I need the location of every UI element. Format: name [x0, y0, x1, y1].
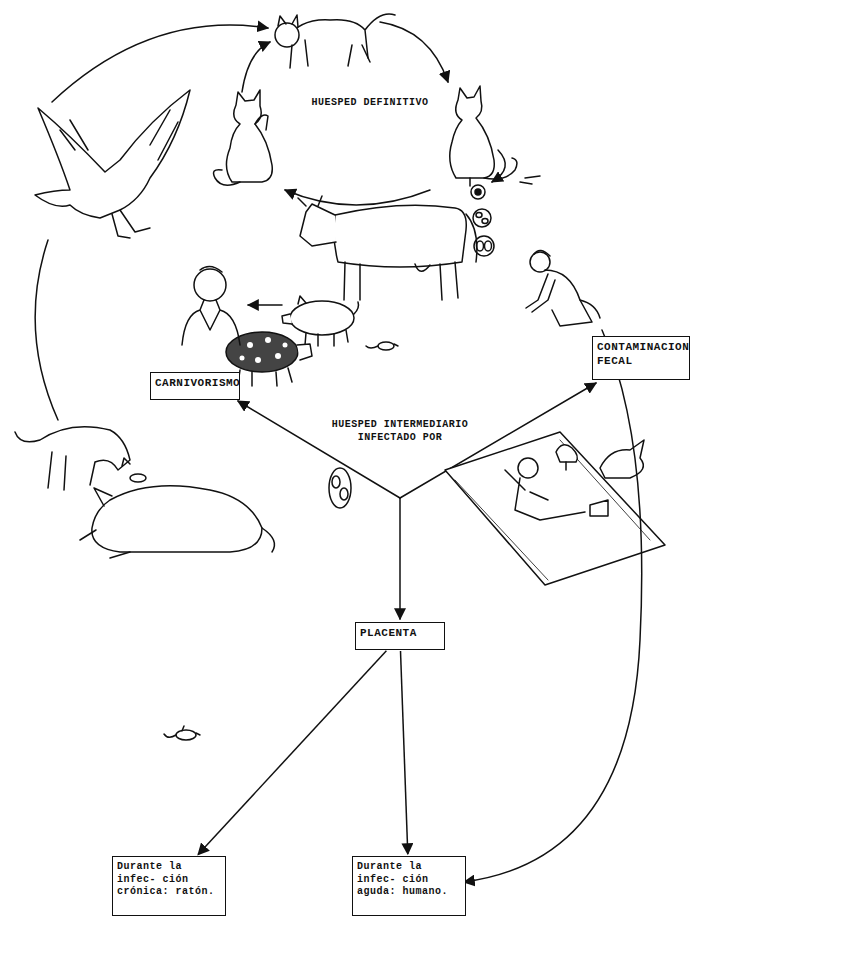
bird — [556, 445, 577, 470]
dog — [80, 486, 274, 558]
process-box: PLACENTA — [355, 622, 445, 650]
outcome-box: Durante la infec- ción crónica: ratón. — [112, 856, 226, 916]
man — [182, 266, 240, 345]
infection-arrow — [464, 330, 642, 882]
branch-arrow — [238, 401, 400, 498]
sandbox-child — [445, 432, 665, 585]
box-text: Durante la infec- ción crónica: ratón. — [117, 861, 221, 899]
cow — [298, 196, 477, 300]
predation-arrow — [52, 25, 268, 102]
host-label: HUESPED DEFINITIVO — [295, 96, 445, 109]
box-text: CARNIVORISMO — [155, 377, 235, 391]
sporulated-oocyst — [329, 468, 351, 508]
cat-sitting — [214, 90, 273, 185]
box-text: PLACENTA — [360, 627, 440, 641]
cycle-arrow — [242, 42, 270, 92]
hub-label: HUESPED INTERMEDIARIO INFECTADO POR — [330, 418, 470, 444]
outcome-box: Durante la infec- ción aguda: humano. — [352, 856, 466, 916]
box-text: Durante la infec- ción aguda: humano. — [357, 861, 461, 899]
branch-arrow — [399, 498, 401, 619]
mouse — [366, 342, 398, 350]
connector-arrow — [198, 651, 386, 855]
cat-eating — [15, 427, 146, 490]
transmission-arrow — [248, 304, 282, 306]
eagle — [35, 90, 190, 238]
mouse — [164, 726, 200, 740]
cycle-arrow — [380, 22, 448, 82]
pig — [282, 296, 359, 346]
cycle-arrow — [285, 190, 430, 205]
box-text: CONTAMINACION FECAL — [597, 341, 685, 369]
woman-gardening — [526, 250, 600, 326]
cat-sitting — [450, 86, 540, 186]
rabbit — [600, 440, 644, 478]
process-box: CARNIVORISMO — [150, 372, 240, 400]
shedding-arrow — [492, 150, 505, 182]
process-box: CONTAMINACION FECAL — [592, 336, 690, 380]
oocysts — [471, 185, 494, 256]
cycle-line — [35, 240, 58, 420]
cat-walking — [275, 14, 395, 68]
connector-arrow — [401, 651, 408, 854]
